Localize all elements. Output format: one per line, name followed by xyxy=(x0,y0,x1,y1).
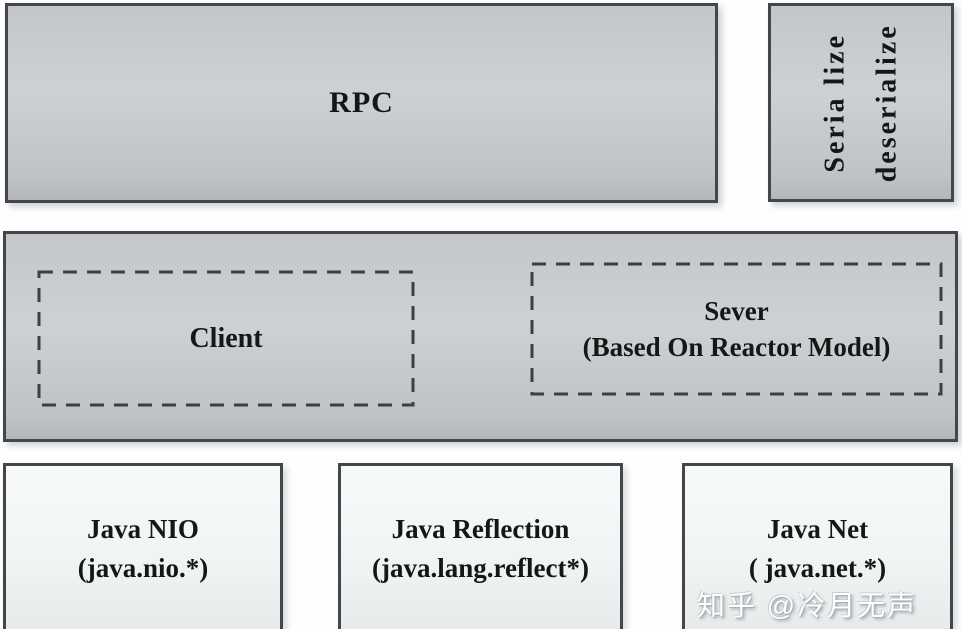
client-box: Client xyxy=(37,270,415,407)
dashed-border xyxy=(530,262,943,396)
java-nio-package: (java.nio.*) xyxy=(77,553,209,583)
java-nio-title: Java NIO xyxy=(87,513,199,544)
java-reflection-package: (java.lang.reflect*) xyxy=(372,553,589,583)
zhihu-watermark: 知乎 @冷月无声 xyxy=(697,590,918,621)
server-label-line1: Sever xyxy=(704,295,769,326)
server-box: Sever (Based On Reactor Model) xyxy=(530,262,943,396)
serializer-vertical-text: Seria lize deserialize xyxy=(809,23,913,182)
rpc-layer-box: RPC xyxy=(5,3,718,203)
server-label-line2: (Based On Reactor Model) xyxy=(582,332,891,362)
dashed-border xyxy=(37,270,415,407)
java-reflection-box: Java Reflection (java.lang.reflect*) xyxy=(338,463,623,629)
serializer-line1: Seria lize xyxy=(819,32,851,173)
java-nio-box: Java NIO (java.nio.*) xyxy=(3,463,283,629)
transport-layer-band: Client Sever (Based On Reactor Model) xyxy=(3,231,958,442)
java-reflection-title: Java Reflection xyxy=(391,513,570,544)
java-net-box: Java Net ( java.net.*) xyxy=(682,463,953,629)
java-net-package: ( java.net.*) xyxy=(748,553,887,583)
client-label: Client xyxy=(189,322,263,354)
rpc-layer-label: RPC xyxy=(329,86,394,119)
serializer-box: Seria lize deserialize xyxy=(768,3,954,202)
serializer-line2: deserialize xyxy=(870,23,902,182)
java-net-title: Java Net xyxy=(766,513,869,544)
